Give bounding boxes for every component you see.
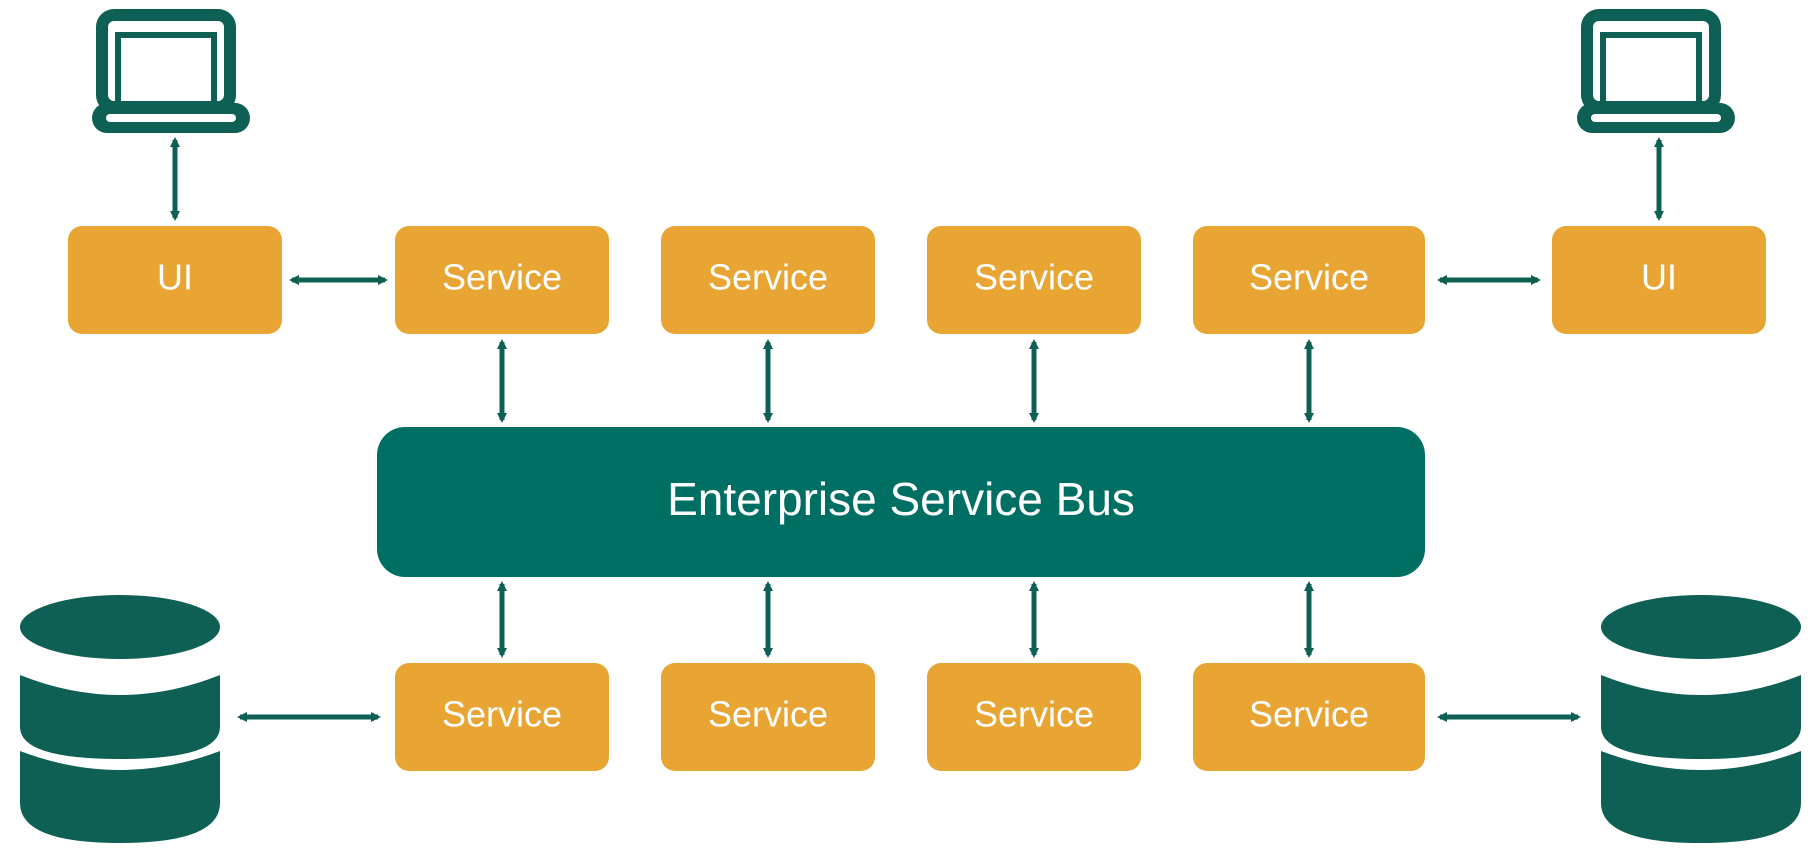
service-node-top-3[interactable]: Service: [927, 226, 1141, 334]
service-node-label: Service: [1249, 257, 1369, 298]
laptop-base-slot: [1591, 114, 1721, 122]
service-node-bottom-2[interactable]: Service: [661, 663, 875, 771]
ui-node-label: UI: [1641, 257, 1677, 298]
laptop-icon: [92, 9, 250, 133]
service-node-label: Service: [442, 257, 562, 298]
service-node-top-1[interactable]: Service: [395, 226, 609, 334]
database-icon: [20, 595, 220, 843]
enterprise-service-bus[interactable]: Enterprise Service Bus: [377, 427, 1425, 577]
service-node-bottom-4[interactable]: Service: [1193, 663, 1425, 771]
database-icon: [1601, 595, 1801, 843]
database-middle-layer: [1601, 675, 1801, 759]
service-node-top-2[interactable]: Service: [661, 226, 875, 334]
database-top-disc: [1601, 595, 1801, 659]
laptop-icon: [1577, 9, 1735, 133]
ui-node-right[interactable]: UI: [1552, 226, 1766, 334]
bus-label: Enterprise Service Bus: [667, 473, 1135, 525]
service-node-bottom-3[interactable]: Service: [927, 663, 1141, 771]
laptop-display: [115, 32, 217, 110]
service-node-label: Service: [1249, 694, 1369, 735]
database-bottom-layer: [20, 751, 220, 843]
service-node-top-4[interactable]: Service: [1193, 226, 1425, 334]
database-bottom-layer: [1601, 751, 1801, 843]
laptop-screen: [96, 9, 236, 113]
laptop-display: [1600, 32, 1702, 110]
service-node-label: Service: [974, 257, 1094, 298]
service-node-bottom-1[interactable]: Service: [395, 663, 609, 771]
service-node-label: Service: [974, 694, 1094, 735]
ui-node-left[interactable]: UI: [68, 226, 282, 334]
laptop-screen: [1581, 9, 1721, 113]
connection-arrows: [170, 137, 1664, 722]
ui-node-label: UI: [157, 257, 193, 298]
database-top-disc: [20, 595, 220, 659]
laptop-base-slot: [106, 114, 236, 122]
service-node-label: Service: [708, 257, 828, 298]
service-node-label: Service: [442, 694, 562, 735]
database-middle-layer: [20, 675, 220, 759]
service-node-label: Service: [708, 694, 828, 735]
